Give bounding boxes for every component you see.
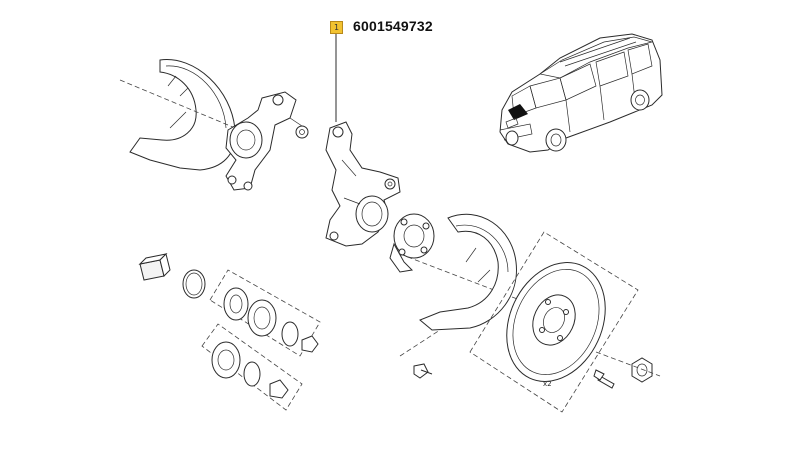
vehicle-thumbnail (499, 33, 663, 153)
wheel-bearing-set-2[interactable] (211, 341, 289, 399)
wheel-bearing-set-1[interactable] (223, 287, 319, 353)
bearing-set-2-frame (201, 323, 303, 411)
dust-shield-right[interactable] (419, 213, 517, 331)
hub-nut[interactable] (631, 357, 653, 383)
callout-index-badge[interactable]: 1 (330, 21, 343, 34)
brake-disc-group (469, 231, 639, 413)
dust-shield-left[interactable] (129, 59, 236, 171)
assembly-axis-line (119, 79, 241, 131)
grease-pack[interactable] (138, 253, 171, 281)
steering-knuckle-highlighted[interactable] (325, 121, 401, 247)
wheel-hub[interactable] (389, 213, 435, 273)
quantity-label: x2 (543, 380, 552, 388)
circlip[interactable] (182, 269, 206, 299)
brake-disc[interactable] (488, 246, 624, 397)
disc-screw[interactable] (593, 369, 615, 389)
bearing-set-1-frame (209, 269, 321, 357)
assembly-axis-line (595, 351, 661, 377)
part-number-label[interactable]: 6001549732 (353, 18, 433, 34)
shield-bolt[interactable] (399, 329, 441, 379)
steering-knuckle-rear[interactable] (225, 91, 309, 191)
